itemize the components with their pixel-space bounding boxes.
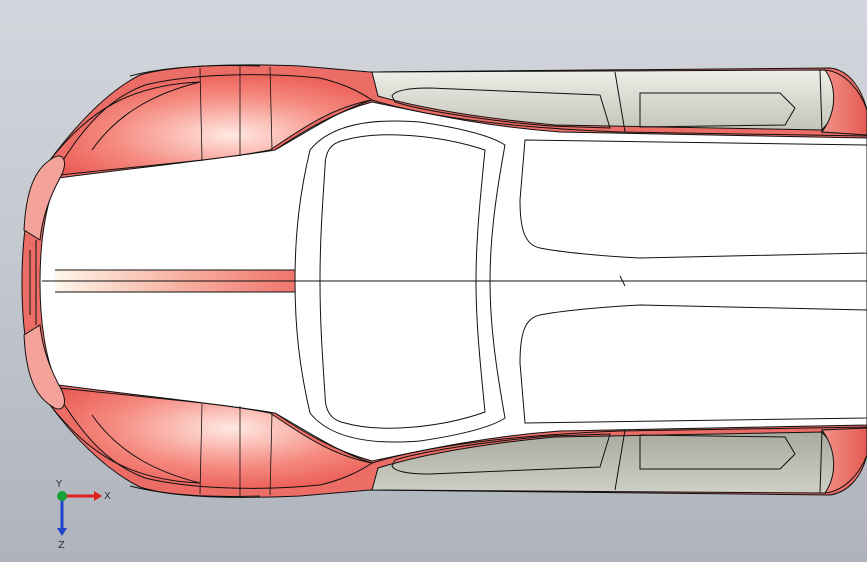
windshield-glass[interactable] <box>319 134 486 429</box>
rear-quarter-bottom <box>821 427 867 494</box>
y-axis-label: Y <box>55 480 63 490</box>
z-axis-arrowhead <box>57 528 67 536</box>
fender-section-lines <box>199 66 273 496</box>
y-axis-dot <box>57 491 67 501</box>
b-pillar-bottom <box>614 429 626 491</box>
sill-curve-bottom <box>274 412 867 464</box>
roof-panel-top <box>519 139 867 259</box>
roof-panel-bottom <box>519 304 867 424</box>
front-bumper-bottom <box>23 324 65 410</box>
x-axis-arrowhead <box>94 491 102 501</box>
roof-center-notch <box>619 275 626 287</box>
c-pillar-bottom <box>819 429 823 494</box>
side-window-bottom-front[interactable] <box>391 433 611 475</box>
x-axis-label: X <box>104 491 111 502</box>
z-axis-label: Z <box>58 540 65 550</box>
front-bumper-top <box>23 155 65 241</box>
windshield-frame[interactable] <box>294 120 506 443</box>
side-window-top-rear[interactable] <box>639 92 796 128</box>
headlight-sweep-top <box>49 81 201 161</box>
rear-quarter-top <box>821 69 867 136</box>
b-pillar-top <box>614 71 626 133</box>
c-pillar-top <box>819 69 823 133</box>
side-window-top-front[interactable] <box>391 87 611 129</box>
upper-mirror-edge <box>129 64 261 77</box>
reference-triad[interactable]: X Y Z <box>44 480 114 550</box>
lower-mirror-edge <box>129 485 261 498</box>
side-window-bottom-rear[interactable] <box>639 434 796 470</box>
headlight-sweep-bottom <box>49 404 201 484</box>
sill-curve-top <box>274 99 867 151</box>
